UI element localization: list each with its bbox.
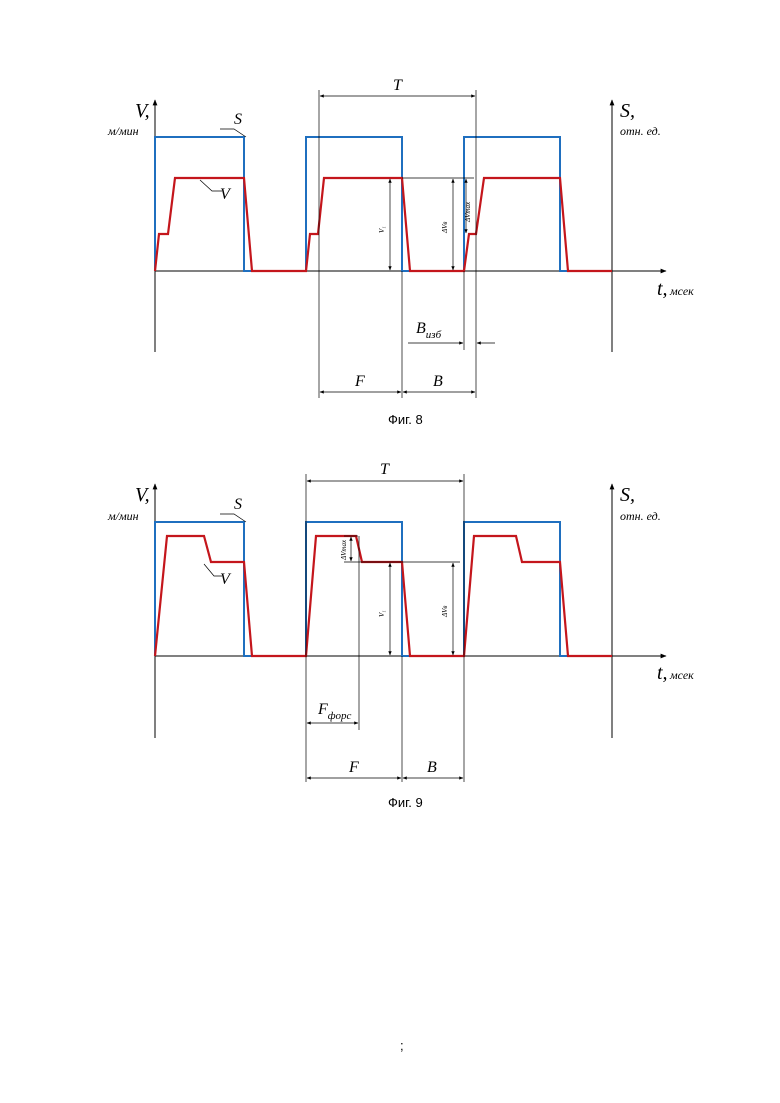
figure-caption: Фиг. 9 <box>388 795 423 810</box>
right-axis-label: S, <box>620 100 635 122</box>
left-axis-unit: м/мин <box>107 509 139 523</box>
time-axis-unit: мсек <box>669 668 694 682</box>
s-leader <box>220 514 246 522</box>
s-leader <box>220 129 246 137</box>
period-label: T <box>393 77 403 94</box>
page-mark: ; <box>400 1038 404 1053</box>
time-axis-label: t, <box>657 278 668 300</box>
left-axis-label: V, <box>135 100 150 122</box>
dvb-label: ΔVв <box>441 222 449 234</box>
v-signal-label: V <box>220 571 232 588</box>
time-axis-label: t, <box>657 662 668 684</box>
right-axis-unit: отн. ед. <box>620 124 661 138</box>
b-extra-label: Bизб <box>416 320 442 341</box>
time-axis-unit: мсек <box>669 284 694 298</box>
left-axis-unit: м/мин <box>107 124 139 138</box>
dvmax-label: ΔVmax <box>340 539 348 561</box>
s-signal <box>155 137 612 271</box>
v1-label: V₁ <box>378 610 386 617</box>
left-axis-label: V, <box>135 484 150 506</box>
f-label: F <box>354 373 365 390</box>
figure-8: V, м/мин S, отн. ед. t, мсек S V T F B B… <box>107 77 694 427</box>
b-label: B <box>433 373 443 390</box>
s-signal <box>155 522 612 656</box>
v1-label: V₁ <box>378 226 386 233</box>
dvb-label: ΔVв <box>441 606 449 618</box>
v-signal-label: V <box>220 186 232 203</box>
right-axis-label: S, <box>620 484 635 506</box>
f-label: F <box>348 759 359 776</box>
dvmax-label: ΔVmax <box>464 201 472 223</box>
fforce-label: Fфорс <box>317 701 351 722</box>
b-label: B <box>427 759 437 776</box>
s-signal-label: S <box>234 111 242 128</box>
period-label: T <box>380 461 390 478</box>
v-leader <box>200 180 222 191</box>
figure-caption: Фиг. 8 <box>388 412 423 427</box>
right-axis-unit: отн. ед. <box>620 509 661 523</box>
v-signal <box>155 536 612 656</box>
s-signal-label: S <box>234 496 242 513</box>
figure-9: V, м/мин S, отн. ед. t, мсек S V T F B F… <box>107 461 694 810</box>
